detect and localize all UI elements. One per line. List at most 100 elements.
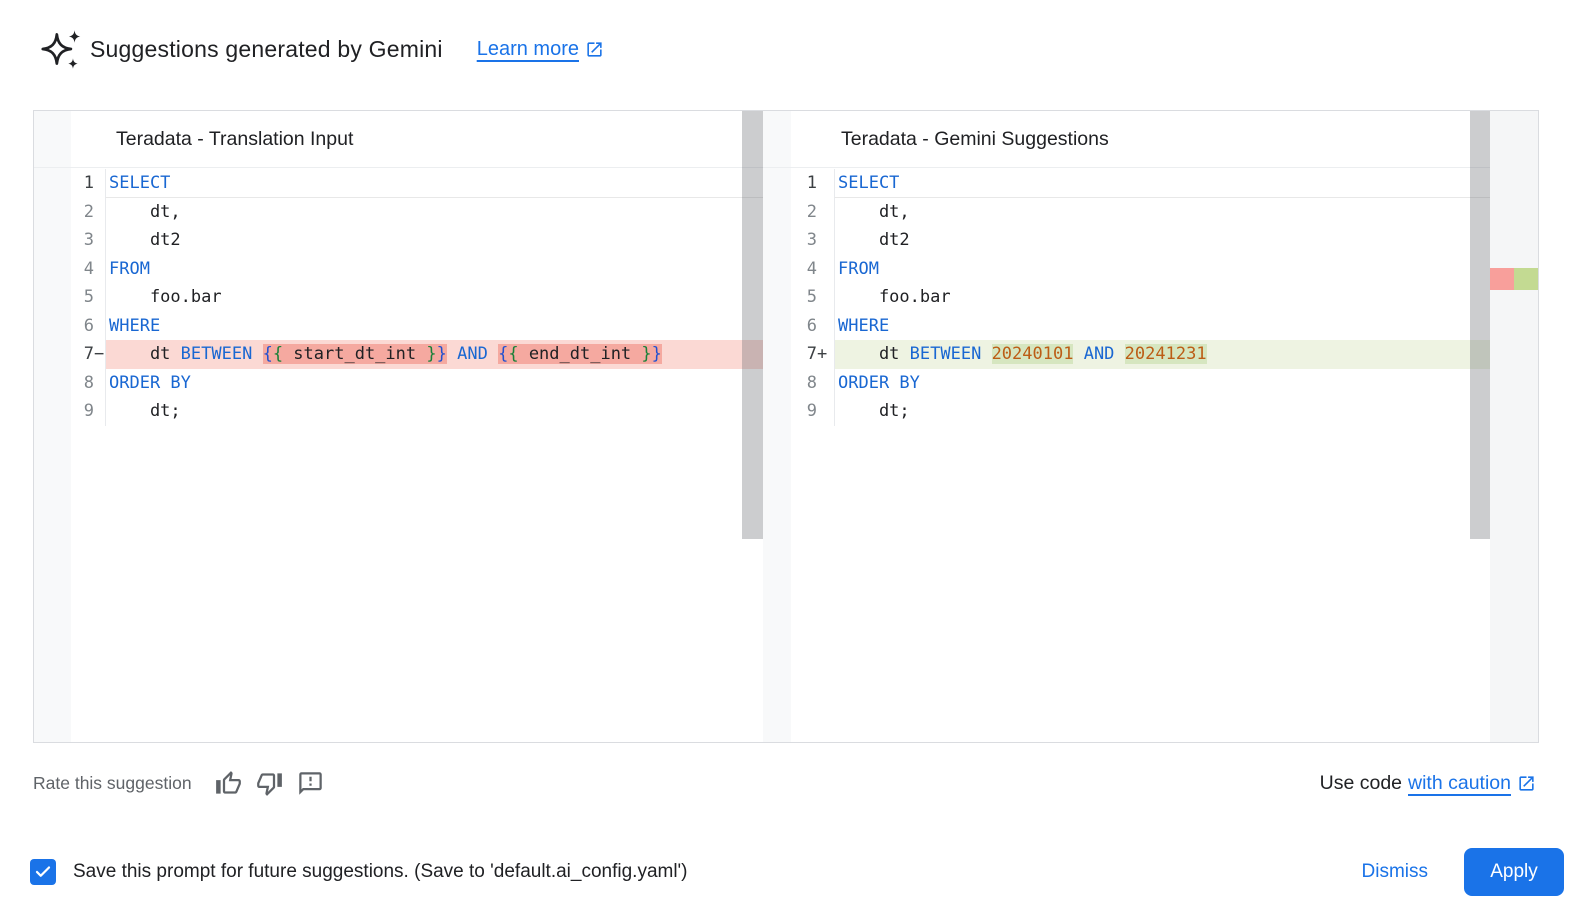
code-line-2[interactable]: 2 dt, [763,197,1490,227]
line-number: 4 [83,258,94,279]
line-number: 4 [806,258,817,279]
code-line-4[interactable]: 4 FROM [34,254,763,284]
save-prompt-label: Save this prompt for future suggestions.… [73,861,688,882]
code-token: { [272,344,284,364]
code-line-9[interactable]: 9 dt; [34,397,763,426]
code-token: WHERE [838,315,890,336]
code-token: AND [457,344,488,364]
feedback-button[interactable] [296,768,326,798]
code-token [981,344,991,364]
overview-removed-mark [1490,268,1514,290]
checkmark-icon [35,866,51,877]
code-line-5[interactable]: 5 foo.bar [34,283,763,312]
code-content: FROM [105,254,763,283]
diff-sign [817,169,834,198]
thumbs-down-icon [257,772,282,796]
code-content: dt; [834,397,1490,426]
diff-sign [817,255,834,284]
line-number: 8 [806,372,817,393]
line-number: 2 [83,201,94,222]
code-line-9[interactable]: 9 dt; [763,397,1490,426]
code-token: } [426,344,437,364]
rate-icons [214,768,326,798]
feedback-icon [299,771,322,795]
line-number: 2 [806,201,817,222]
with-caution-label: with caution [1408,771,1511,794]
line-number: 9 [83,401,94,421]
code-token [252,344,262,364]
save-prompt-checkbox[interactable] [30,859,56,885]
external-link-icon [1519,775,1534,791]
right-pane-title: Teradata - Gemini Suggestions [841,127,1109,150]
code-content: SELECT [834,169,1490,198]
code-token: foo.bar [838,287,951,307]
line-number: 7 [83,344,94,364]
diff-sign [94,255,105,284]
diff-sign [94,169,105,198]
code-line-4[interactable]: 4 FROM [763,254,1490,284]
line-number: 3 [83,230,94,250]
code-token: FROM [109,258,150,279]
learn-more-link[interactable]: Learn more [477,38,604,61]
code-line-3[interactable]: 3 dt2 [763,226,1490,255]
code-line-5[interactable]: 5 foo.bar [763,283,1490,312]
use-code-notice: Use code with caution [1320,772,1536,795]
code-content: dt2 [834,226,1490,255]
code-content: dt BETWEEN {{ start_dt_int }} AND {{ end… [105,340,763,369]
overview-added-mark [1514,268,1538,290]
diff-sign [94,397,105,426]
line-number: 7 [806,344,817,364]
apply-button[interactable]: Apply [1464,848,1564,896]
external-link-icon [587,41,602,57]
page-title: Suggestions generated by Gemini [90,35,443,62]
line-number: 5 [806,287,817,307]
diff-sign [817,397,834,426]
code-line-2[interactable]: 2 dt, [34,197,763,226]
left-pane-header: Teradata - Translation Input [34,111,763,168]
code-content: dt; [105,397,763,426]
code-line-8[interactable]: 8 ORDER BY [34,368,763,397]
line-number: 5 [83,287,94,307]
rate-row: Rate this suggestion Use code with cauti… [33,762,1536,804]
dismiss-button[interactable]: Dismiss [1338,851,1453,893]
code-token: dt, [838,201,910,222]
code-token: BETWEEN [909,344,982,364]
code-content: foo.bar [105,283,763,312]
code-line-3[interactable]: 3 dt2 [34,226,763,255]
line-number: 8 [83,372,94,393]
code-content: dt, [834,197,1490,226]
code-token: } [641,344,652,364]
code-line-7[interactable]: 7− dt BETWEEN {{ start_dt_int }} AND {{ … [34,340,763,369]
code-content: dt2 [105,226,763,255]
code-token: } [436,344,447,364]
code-line-7[interactable]: 7+ dt BETWEEN 20240101 AND 20241231 [763,340,1490,369]
with-caution-link[interactable]: with caution [1408,772,1536,795]
left-gutter [34,111,71,742]
left-scrollbar-thumb[interactable] [742,111,763,539]
diff-sign [94,226,105,255]
code-token: BETWEEN [180,344,253,364]
diff-overview-ruler[interactable] [1490,111,1538,742]
learn-more-label: Learn more [476,37,579,60]
use-code-text: Use code [1319,771,1403,794]
code-content: dt BETWEEN 20240101 AND 20241231 [834,340,1490,369]
diff-sign [817,369,834,398]
right-scrollbar-thumb[interactable] [1470,111,1490,539]
code-content: SELECT [105,169,763,198]
code-token: ORDER BY [109,372,191,393]
right-pane-header: Teradata - Gemini Suggestions [763,111,1538,168]
thumbs-up-button[interactable] [214,768,244,798]
diff-sign [817,198,834,227]
code-token: FROM [838,258,879,279]
code-token [488,344,498,364]
thumbs-down-button[interactable] [255,768,285,798]
code-token: { [508,344,519,364]
